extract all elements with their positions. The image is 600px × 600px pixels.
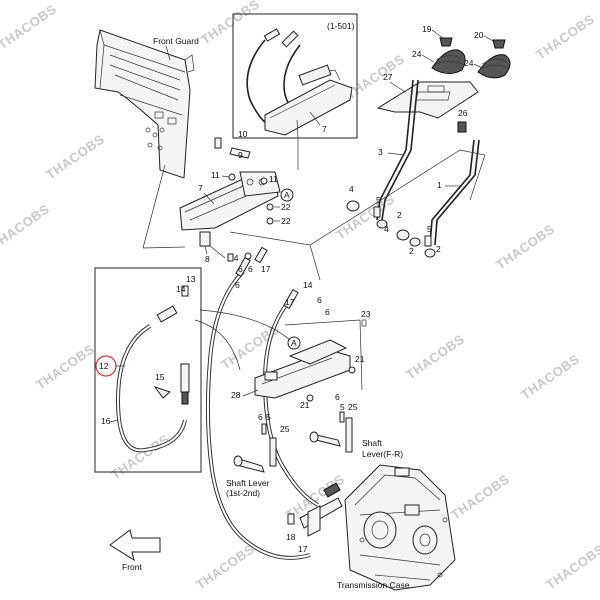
part-17-b: 17 bbox=[285, 297, 295, 307]
lever-assembly: 19 20 24 24 27 26 3 1 4 4 bbox=[346, 24, 511, 258]
part-14: 14 bbox=[176, 284, 186, 294]
part-5-a: 5 bbox=[376, 195, 381, 205]
front-direction-arrow: Front bbox=[109, 529, 161, 572]
part-1: 1 bbox=[437, 180, 442, 190]
watermark: THACOBS bbox=[33, 341, 97, 392]
front-label: Front bbox=[122, 562, 142, 572]
part-5-d: 5 bbox=[340, 402, 345, 412]
watermark: THACOBS bbox=[0, 201, 52, 252]
part-14-top: 14 bbox=[229, 253, 239, 263]
part-4-a: 4 bbox=[349, 184, 354, 194]
watermark: THACOBS bbox=[543, 541, 600, 592]
part-6-a: 6 bbox=[238, 264, 243, 274]
watermark: THACOBS bbox=[193, 541, 257, 592]
part-24-b: 24 bbox=[464, 58, 474, 68]
callout-a-top: A bbox=[284, 190, 290, 200]
part-14-mid: 14 bbox=[303, 280, 313, 290]
shift-mount-bracket: 7 8 10 9 11 11 22 22 A 14 bbox=[179, 129, 294, 264]
part-6-d: 6 bbox=[325, 307, 330, 317]
part-5-b: 5 bbox=[427, 224, 432, 234]
part-3: 3 bbox=[378, 147, 383, 157]
part-21-a: 21 bbox=[355, 354, 365, 364]
watermark: THACOBS bbox=[533, 11, 597, 62]
part-5-c: 5 bbox=[266, 412, 271, 422]
part-7: 7 bbox=[198, 183, 203, 193]
part-25-a: 25 bbox=[280, 424, 290, 434]
part-11-a: 11 bbox=[211, 170, 220, 180]
shaft-lever-fr-label-2: Lever(F-R) bbox=[362, 449, 403, 459]
watermark: THACOBS bbox=[518, 351, 582, 402]
inset-box-1-501: (1-501) 7 bbox=[232, 13, 358, 139]
watermark: THACOBS bbox=[198, 0, 262, 47]
part-6-e: 6 bbox=[235, 280, 240, 290]
watermark: THACOBS bbox=[493, 221, 557, 272]
part-6-g: 6 bbox=[335, 392, 340, 402]
part-11-b: 11 bbox=[269, 174, 278, 184]
part-6-c: 6 bbox=[317, 295, 322, 305]
shaft-lever-12-label-2: (1st-2nd) bbox=[226, 488, 260, 498]
part-25-b: 25 bbox=[348, 402, 358, 412]
part-6-b: 6 bbox=[248, 264, 253, 274]
part-19: 19 bbox=[422, 24, 432, 34]
part-20: 20 bbox=[474, 30, 484, 40]
part-16: 16 bbox=[101, 416, 111, 426]
watermark: THACOBS bbox=[448, 471, 512, 522]
part-18: 18 bbox=[286, 532, 296, 542]
shaft-levers: Shaft Lever(F-R) Shaft Lever (1st-2nd) bbox=[226, 431, 403, 498]
cable-detail-box: 13 14 12 15 16 bbox=[94, 267, 202, 473]
part-8: 8 bbox=[205, 254, 210, 264]
front-guard: Front Guard bbox=[94, 29, 199, 179]
part-23: 23 bbox=[361, 309, 371, 319]
transmission-case: Transmission Case bbox=[337, 464, 456, 591]
cable-bracket: A 28 21 21 23 bbox=[231, 309, 371, 410]
cable-clamp-18: 18 17 bbox=[286, 497, 343, 554]
part-10: 10 bbox=[238, 129, 248, 139]
shift-cables bbox=[115, 270, 320, 560]
part-7-inset: 7 bbox=[322, 124, 327, 134]
part-28: 28 bbox=[231, 390, 241, 400]
assembly-guide-lines bbox=[142, 119, 486, 281]
mid-callouts: 6 6 17 14 17 6 6 6 bbox=[227, 253, 330, 317]
inset-ref-label: (1-501) bbox=[327, 21, 355, 31]
watermark: THACOBS bbox=[43, 131, 107, 182]
transmission-case-label: Transmission Case bbox=[337, 580, 410, 590]
watermark: THACOBS bbox=[333, 191, 397, 242]
lower-callouts: 6 5 25 6 5 25 bbox=[258, 392, 358, 435]
front-guard-label: Front Guard bbox=[153, 36, 199, 46]
part-22-b: 22 bbox=[281, 216, 291, 226]
part-22-a: 22 bbox=[281, 202, 291, 212]
part-2-a: 2 bbox=[397, 210, 402, 220]
part-6-f: 6 bbox=[258, 412, 263, 422]
part-17-c: 17 bbox=[298, 544, 308, 554]
watermark: THACOBS bbox=[343, 51, 407, 102]
part-2-c: 2 bbox=[436, 244, 441, 254]
part-24-a: 24 bbox=[412, 49, 422, 59]
part-27: 27 bbox=[383, 72, 393, 82]
part-9: 9 bbox=[238, 150, 243, 160]
part-4-b: 4 bbox=[384, 224, 389, 234]
part-13: 13 bbox=[186, 274, 196, 284]
watermark: THACOBS bbox=[403, 331, 467, 382]
part-21-b: 21 bbox=[300, 400, 310, 410]
part-15: 15 bbox=[155, 372, 165, 382]
cable-ends bbox=[156, 246, 353, 498]
part-12: 12 bbox=[99, 361, 109, 371]
callout-a-bottom: A bbox=[291, 338, 297, 348]
part-2-b: 2 bbox=[409, 246, 414, 256]
shaft-lever-fr-label-1: Shaft bbox=[362, 438, 382, 448]
watermark: THACOBS bbox=[0, 1, 59, 52]
part-26: 26 bbox=[458, 108, 468, 118]
watermark: THACOBS bbox=[108, 431, 172, 482]
shaft-lever-12-label-1: Shaft Lever bbox=[226, 478, 270, 488]
part-17-a: 17 bbox=[261, 264, 271, 274]
